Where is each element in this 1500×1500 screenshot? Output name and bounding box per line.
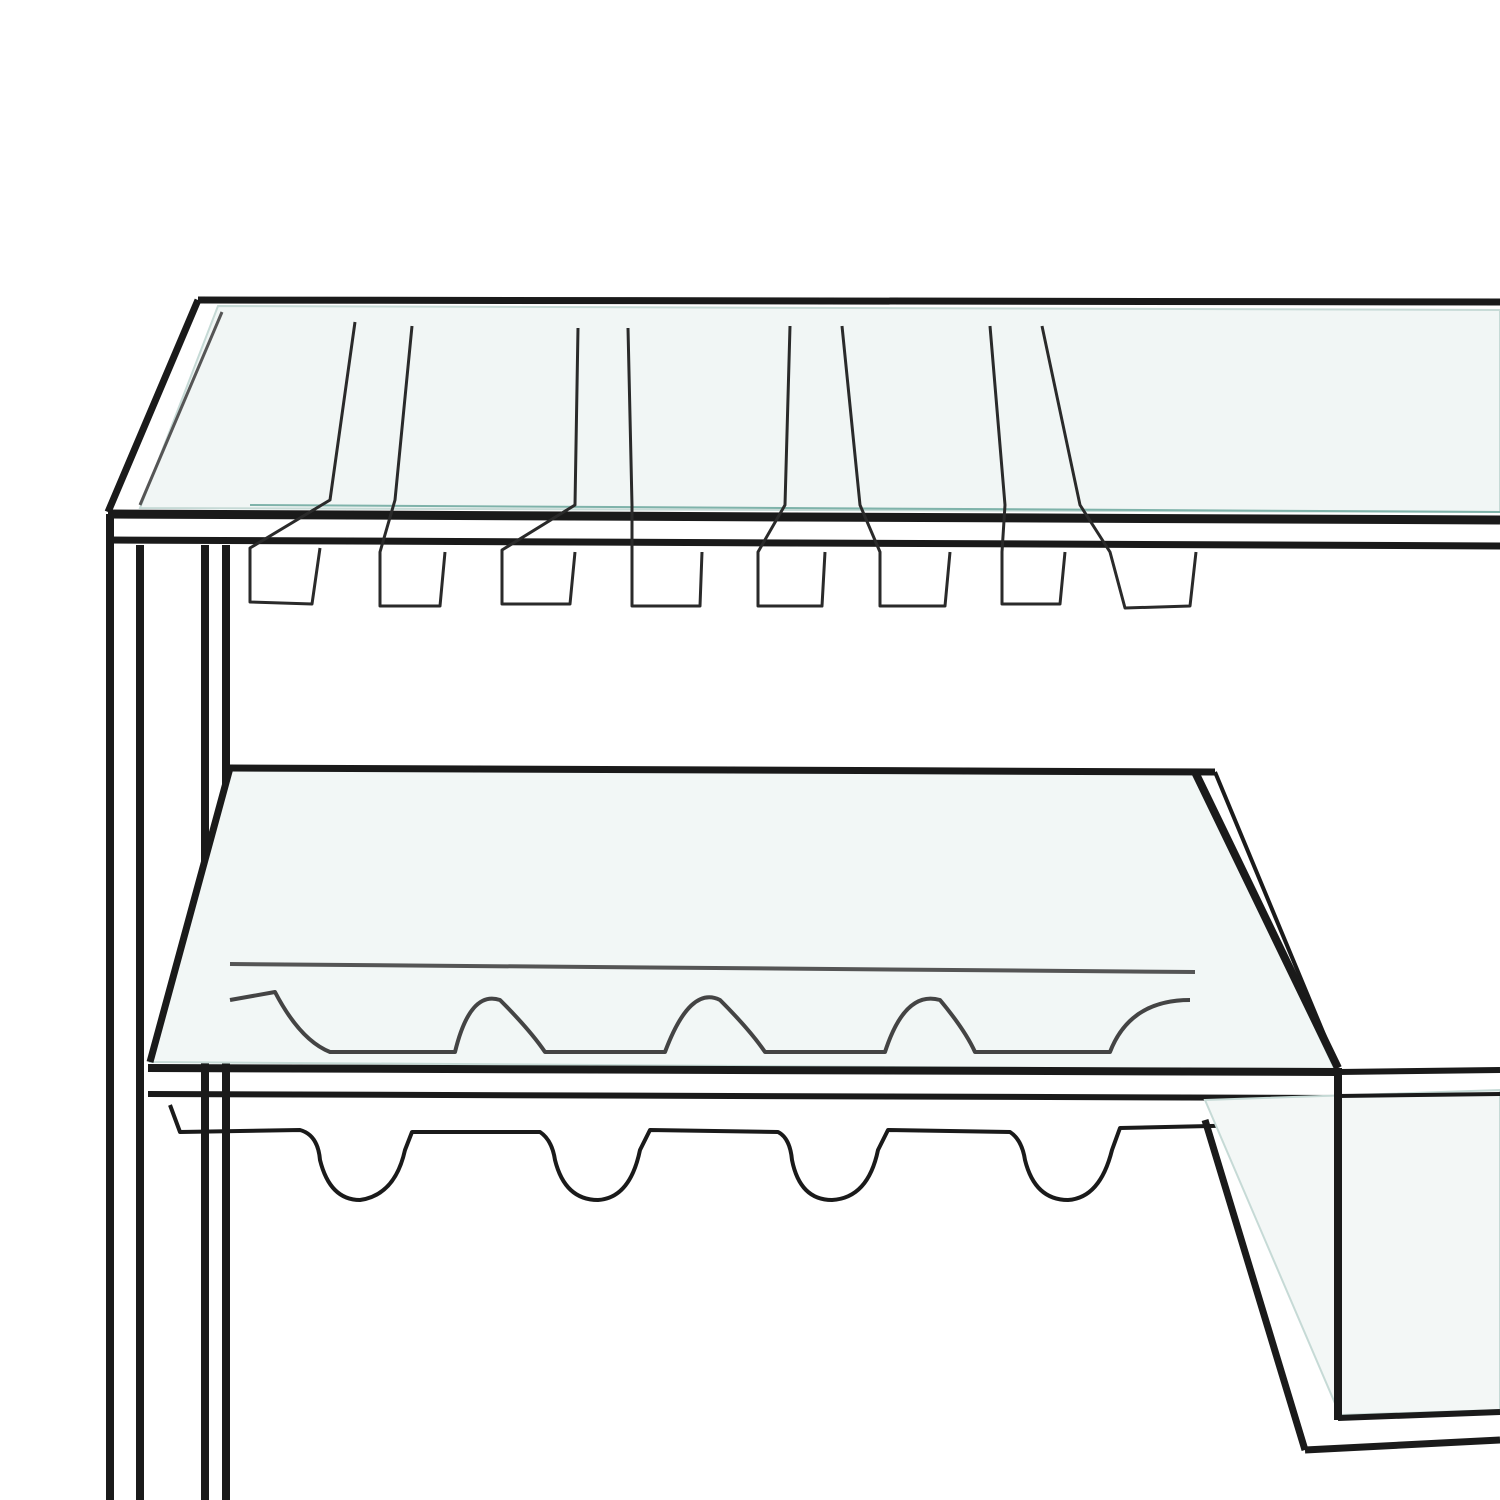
- top-back-rail: [197, 296, 1500, 306]
- lower-front-rail-lower: [147, 1091, 1339, 1101]
- bottle-cradle-top-wave: [229, 990, 1191, 1054]
- lower-left-rail: [146, 767, 234, 1063]
- top-left-rail: [104, 298, 202, 514]
- lower-cube: [1201, 1067, 1500, 1454]
- lower-back-rail: [229, 764, 1216, 776]
- lower-right-rail: [1191, 770, 1342, 1070]
- cube-bottom-rail: [1337, 1409, 1500, 1421]
- hanger-rail-5: [756, 325, 827, 608]
- cube-bottom-front: [1304, 1436, 1500, 1454]
- glass-hanger-rack: [248, 321, 1198, 610]
- cube-top-rail-2: [1337, 1092, 1500, 1098]
- cube-slanted-rail: [1201, 1118, 1309, 1452]
- bottle-cradle-loops: [168, 1097, 1262, 1202]
- lower-front-rail: [147, 1064, 1339, 1076]
- hanger-rail-4: [626, 327, 704, 608]
- lower-shelf: [146, 764, 1342, 1101]
- top-front-rail: [107, 509, 1500, 525]
- hanger-rail-3: [500, 327, 580, 606]
- top-front-rail-lower: [107, 536, 1500, 550]
- hanger-rail-8: [1040, 325, 1198, 610]
- top-shelf: [104, 296, 1500, 550]
- lower-right-rail-outer: [1213, 771, 1340, 1069]
- hanger-rail-7: [988, 325, 1067, 606]
- top-glass-reflection: [249, 504, 1500, 513]
- cube-top-rail: [1337, 1067, 1500, 1075]
- hanger-rail-6: [840, 325, 952, 608]
- hanger-rail-2: [378, 325, 447, 608]
- hanger-rail-1: [248, 321, 357, 606]
- top-inner-edge: [138, 311, 224, 506]
- lower-support-bar: [229, 962, 1196, 974]
